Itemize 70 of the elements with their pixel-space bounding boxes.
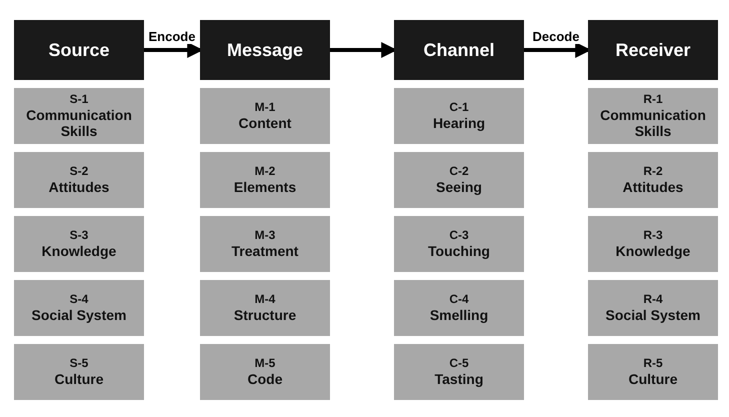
edge-label: Decode — [532, 29, 580, 44]
attribute-box — [588, 152, 718, 208]
item-code: C-4 — [449, 293, 469, 307]
item-code: M-1 — [254, 101, 276, 115]
attribute-box — [200, 280, 330, 336]
attribute-box — [588, 280, 718, 336]
item-code: S-1 — [70, 93, 88, 106]
item-label: Hearing — [432, 114, 486, 131]
item-label: Content — [238, 114, 292, 131]
attribute-box — [394, 152, 524, 208]
item-label: Knowledge — [616, 242, 690, 259]
item-label: Social System — [606, 306, 700, 323]
item-code: S-3 — [70, 229, 88, 243]
attribute-box — [14, 280, 144, 336]
item-label: Smelling — [430, 306, 488, 323]
item-label: Code — [248, 370, 282, 387]
item-label: Tasting — [434, 370, 484, 387]
item-label: Touching — [428, 242, 490, 259]
item-label: Culture — [54, 370, 104, 387]
item-label: Communication Skills — [599, 106, 707, 139]
attribute-box — [588, 216, 718, 272]
header-box — [588, 20, 718, 80]
item-label: Seeing — [436, 178, 482, 195]
item-label: Structure — [234, 306, 296, 323]
item-code: R-1 — [643, 93, 663, 106]
item-label: Elements — [234, 178, 296, 195]
item-code: C-5 — [449, 357, 469, 371]
item-code: C-1 — [449, 101, 469, 115]
item-label: Social System — [32, 306, 126, 323]
item-label: Culture — [628, 370, 678, 387]
header-text: Message — [226, 40, 304, 60]
item-label: Communication Skills — [25, 106, 133, 139]
item-code: C-3 — [449, 229, 469, 243]
attribute-box — [200, 344, 330, 400]
item-code: R-5 — [643, 357, 663, 371]
attribute-box — [394, 344, 524, 400]
item-code: S-4 — [70, 293, 88, 307]
attribute-box — [394, 280, 524, 336]
item-label: Attitudes — [622, 178, 684, 195]
item-code: R-2 — [643, 165, 663, 179]
attribute-box — [588, 88, 718, 144]
header-box — [394, 20, 524, 80]
header-box — [14, 20, 144, 80]
attribute-box — [394, 216, 524, 272]
item-code: S-5 — [70, 357, 88, 371]
header-text: Channel — [423, 40, 494, 60]
item-code: M-3 — [254, 229, 276, 243]
edge-label: Encode — [148, 29, 196, 44]
item-code: M-4 — [254, 293, 276, 307]
attribute-box — [394, 88, 524, 144]
header-box — [200, 20, 330, 80]
item-code: M-5 — [254, 357, 276, 371]
item-code: C-2 — [449, 165, 469, 179]
item-code: R-4 — [643, 293, 663, 307]
attribute-box — [14, 152, 144, 208]
item-label: Attitudes — [48, 178, 110, 195]
item-label: Treatment — [232, 242, 298, 259]
attribute-box — [14, 216, 144, 272]
item-code: R-3 — [643, 229, 663, 243]
attribute-box — [588, 344, 718, 400]
header-text: Source — [48, 40, 110, 60]
attribute-box — [14, 88, 144, 144]
attribute-box — [200, 88, 330, 144]
item-code: M-2 — [254, 165, 276, 179]
header-text: Receiver — [615, 40, 691, 60]
attribute-box — [200, 216, 330, 272]
item-code: S-2 — [70, 165, 88, 179]
attribute-box — [14, 344, 144, 400]
attribute-box — [200, 152, 330, 208]
item-label: Knowledge — [42, 242, 116, 259]
